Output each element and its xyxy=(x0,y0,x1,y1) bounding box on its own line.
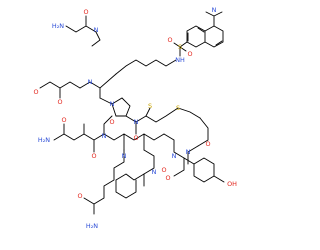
atom-s-disulfide-1: S xyxy=(176,104,180,112)
atom-o-glutamine-1: O xyxy=(91,152,96,160)
atom-oh-tyrosine: OH xyxy=(227,180,237,188)
atom-o-asparagine-2: O xyxy=(61,116,66,124)
atom-n-phenylalanine: N xyxy=(152,168,157,176)
bond-skeleton xyxy=(39,11,225,215)
atom-o-mpa: O xyxy=(205,140,210,148)
atom-h2n-glutamine: H₂N xyxy=(86,222,98,230)
atom-n-dimethyl: N xyxy=(212,6,217,14)
atom-n-lysine: N xyxy=(88,78,93,86)
atom-o-phenylalanine: O xyxy=(161,166,166,174)
atom-n-mpa: N xyxy=(186,148,191,156)
atom-n-proline: N xyxy=(110,100,115,108)
atom-n-lysine-top: N xyxy=(94,26,99,34)
atom-o-sulfonyl-2: O xyxy=(187,50,192,58)
atom-o-asparagine-1: O xyxy=(133,134,138,142)
atom-h2n-glycinamide: H₂N xyxy=(52,22,64,30)
atom-n-asparagine: N xyxy=(102,132,107,140)
atom-o-cysteine: O xyxy=(109,118,114,126)
atom-o-lysine: O xyxy=(33,88,38,96)
atom-labels: N H₂N O O S O NH O N N O N O N S S O N O… xyxy=(33,6,237,230)
molecule-structure: N H₂N O O S O NH O N N O N O N S S O N O… xyxy=(33,6,237,230)
atom-o-sulfonyl-1: O xyxy=(167,36,172,44)
atom-n-tyrosine: N xyxy=(172,152,177,160)
atom-h2n-asparagine: H₂N xyxy=(38,136,50,144)
molecule-canvas: N H₂N O O S O NH O N N O N O N S S O N O… xyxy=(33,6,238,230)
atom-nh-sulfonamide: NH xyxy=(175,56,185,64)
atom-n-cysteine: N xyxy=(134,118,139,126)
atom-s-sulfonyl: S xyxy=(178,43,182,51)
atom-o-glutamine-2: O xyxy=(77,192,82,200)
atom-o-glycinamide: O xyxy=(83,8,88,16)
atom-s-disulfide-2: S xyxy=(148,102,152,110)
atom-o-proline: O xyxy=(57,98,62,106)
atom-n-glutamine: N xyxy=(122,152,127,160)
atom-o-tyrosine: O xyxy=(165,174,170,182)
